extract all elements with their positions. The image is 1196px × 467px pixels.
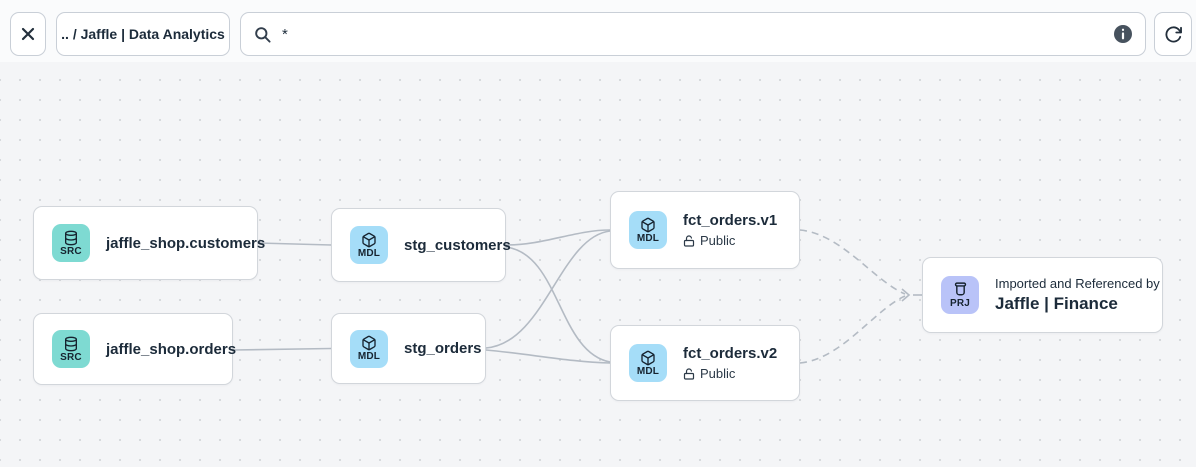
badge-label: MDL xyxy=(636,365,660,377)
model-icon: MDL xyxy=(629,344,667,382)
refresh-button[interactable] xyxy=(1154,12,1192,56)
edge-fctv1-project xyxy=(799,229,906,295)
access-label: Public xyxy=(700,233,736,248)
close-icon xyxy=(20,26,36,42)
node-label: jaffle_shop.orders xyxy=(106,340,237,358)
close-button[interactable] xyxy=(10,12,46,56)
edge-customers-stgcustomers xyxy=(257,242,332,246)
model-icon: MDL xyxy=(350,329,388,368)
lineage-edges xyxy=(232,229,922,364)
edge-arrowhead xyxy=(901,288,911,302)
badge-label: MDL xyxy=(357,247,381,259)
badge-label: MDL xyxy=(357,351,381,362)
project-name: Jaffle | Finance xyxy=(995,294,1118,313)
access-row: Public xyxy=(683,233,777,248)
project-icon: PRJ xyxy=(941,276,979,314)
edge-stgorders-fctv2 xyxy=(485,349,611,364)
badge-label: SRC xyxy=(60,351,82,363)
edge-stgcustomers-fctv1 xyxy=(505,229,611,246)
node-label: stg_customers xyxy=(404,236,511,254)
node-label: fct_orders.v1 xyxy=(683,212,778,229)
node-label: fct_orders.v2 xyxy=(683,345,778,362)
node-stg-orders[interactable]: MDL stg_orders xyxy=(331,313,486,384)
search-input[interactable] xyxy=(282,25,1103,43)
access-label: Public xyxy=(700,366,736,381)
node-label: jaffle_shop.customers xyxy=(106,234,266,252)
badge-label: PRJ xyxy=(949,298,971,309)
search-box[interactable] xyxy=(240,12,1146,56)
breadcrumb[interactable]: .. / Jaffle | Data Analytics xyxy=(56,12,230,56)
badge-label: SRC xyxy=(60,245,82,257)
node-jaffle-shop-orders[interactable]: SRC jaffle_shop.orders xyxy=(33,313,237,385)
access-row: Public xyxy=(683,366,777,381)
node-jaffle-finance-project[interactable]: PRJ Imported and Referenced by Jaffle | … xyxy=(922,257,1163,333)
model-icon: MDL xyxy=(629,211,667,249)
edge-orders-stgorders xyxy=(232,347,332,351)
project-relation-label: Imported and Referenced by xyxy=(995,276,1160,291)
badge-label: MDL xyxy=(636,232,660,244)
info-icon[interactable] xyxy=(1113,24,1133,44)
node-stg-customers[interactable]: MDL stg_customers xyxy=(331,208,511,282)
edge-fctv2-project xyxy=(799,295,906,364)
toolbar: .. / Jaffle | Data Analytics xyxy=(0,0,1196,62)
node-jaffle-shop-customers[interactable]: SRC jaffle_shop.customers xyxy=(33,206,265,280)
edge-stgcustomers-fctv2 xyxy=(505,246,611,363)
unlock-icon xyxy=(683,367,695,380)
search-icon xyxy=(253,25,272,44)
node-fct-orders-v1[interactable]: MDL fct_orders.v1 Public xyxy=(610,191,800,269)
source-icon: SRC xyxy=(52,224,90,262)
lineage-canvas[interactable]: SRC jaffle_shop.customers SRC jaffle_sho… xyxy=(0,62,1196,467)
breadcrumb-label: .. / Jaffle | Data Analytics xyxy=(61,26,225,42)
unlock-icon xyxy=(683,234,695,247)
edge-stgorders-fctv1 xyxy=(485,230,611,349)
node-fct-orders-v2[interactable]: MDL fct_orders.v2 Public xyxy=(610,325,800,401)
node-label: stg_orders xyxy=(404,340,482,357)
source-icon: SRC xyxy=(52,330,90,368)
model-icon: MDL xyxy=(350,226,388,264)
refresh-icon xyxy=(1164,25,1183,44)
